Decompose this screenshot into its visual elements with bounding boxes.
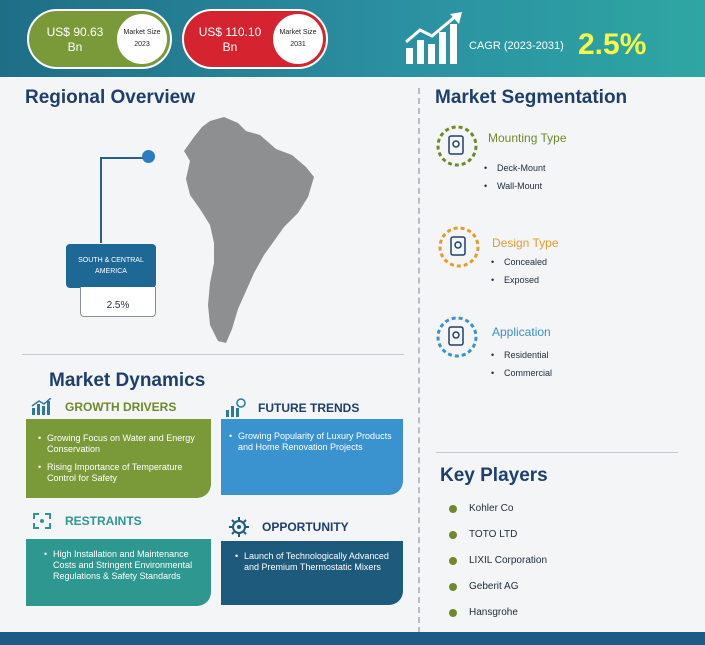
growth-chart-icon: [405, 12, 462, 64]
application-item: Residential: [491, 350, 552, 368]
mounting-type-item: Deck-Mount: [484, 163, 546, 181]
growth-driver-item: Rising Importance of Temperature Control…: [38, 462, 203, 484]
segmentation-divider: [436, 452, 678, 453]
growth-drivers-title: GROWTH DRIVERS: [65, 400, 177, 414]
footer-bar: [0, 632, 705, 645]
key-player-item: Geberit AG: [447, 581, 547, 607]
future-trends-title: FUTURE TRENDS: [258, 401, 360, 415]
cagr-label: CAGR (2023-2031): [469, 40, 564, 52]
application-title: Application: [492, 325, 551, 339]
market-segmentation-title: Market Segmentation: [435, 87, 628, 108]
growth-driver-item: Growing Focus on Water and Energy Conser…: [38, 433, 203, 455]
restraint-link-icon: [33, 513, 51, 529]
key-player-item: LIXIL Corporation: [447, 555, 547, 581]
design-type-icon: [438, 226, 480, 268]
header-banner: US$ 90.63 Bn Market Size 2023 US$ 110.10…: [0, 0, 705, 77]
key-players-list: Kohler Co TOTO LTD LIXIL Corporation Geb…: [447, 503, 547, 633]
restraints-title: RESTRAINTS: [65, 514, 142, 528]
region-connector-vertical: [100, 157, 102, 243]
mounting-type-title: Mounting Type: [488, 131, 567, 145]
market-size-2031-value: US$ 110.10 Bn: [198, 25, 262, 54]
market-size-2023-value: US$ 90.63 Bn: [46, 25, 104, 54]
market-dynamics-title: Market Dynamics: [49, 370, 206, 391]
opportunity-title: OPPORTUNITY: [262, 520, 349, 534]
application-list: Residential Commercial: [491, 350, 552, 386]
application-icon: [436, 316, 478, 358]
region-name-box: SOUTH & CENTRAL AMERICA: [66, 244, 156, 288]
mounting-type-icon: [436, 125, 478, 167]
opportunity-item: Launch of Technologically Advanced and P…: [235, 551, 395, 573]
opportunity-card: Launch of Technologically Advanced and P…: [221, 541, 403, 605]
growth-drivers-card: Growing Focus on Water and Energy Conser…: [26, 419, 211, 498]
future-trends-card: Growing Popularity of Luxury Products an…: [221, 419, 403, 495]
key-player-item: Kohler Co: [447, 503, 547, 529]
restraints-card: High Installation and Maintenance Costs …: [26, 539, 211, 606]
key-players-title: Key Players: [440, 465, 548, 486]
restraint-item: High Installation and Maintenance Costs …: [44, 549, 203, 582]
regional-overview-title: Regional Overview: [25, 87, 196, 108]
growth-drivers-heading: GROWTH DRIVERS: [31, 398, 176, 416]
future-trend-item: Growing Popularity of Luxury Products an…: [229, 431, 395, 453]
market-size-2031-pill: US$ 110.10 Bn Market Size 2031: [182, 9, 328, 69]
regional-divider: [22, 354, 404, 355]
region-connector-line: [100, 157, 148, 159]
design-type-title: Design Type: [492, 236, 559, 250]
market-size-2023-label: Market Size 2023: [117, 14, 167, 64]
design-type-item: Concealed: [491, 257, 547, 275]
opportunity-heading: OPPORTUNITY: [228, 516, 349, 538]
trend-chart-icon: [226, 398, 246, 417]
gear-icon: [229, 517, 249, 537]
key-player-item: TOTO LTD: [447, 529, 547, 555]
region-cagr-value: 2.5%: [80, 287, 156, 317]
cagr-value: 2.5%: [578, 28, 647, 61]
key-player-item: Hansgrohe: [447, 607, 547, 633]
mounting-type-list: Deck-Mount Wall-Mount: [484, 163, 546, 199]
future-trends-heading: FUTURE TRENDS: [224, 398, 359, 418]
growth-bars-icon: [31, 398, 52, 415]
vertical-divider: [418, 88, 420, 633]
south-america-map: [184, 117, 314, 343]
design-type-list: Concealed Exposed: [491, 257, 547, 293]
restraints-heading: RESTRAINTS: [31, 511, 142, 531]
mounting-type-item: Wall-Mount: [484, 181, 546, 199]
market-size-2023-pill: US$ 90.63 Bn Market Size 2023: [27, 9, 172, 69]
application-item: Commercial: [491, 368, 552, 386]
region-marker-dot: [142, 150, 155, 163]
design-type-item: Exposed: [491, 275, 547, 293]
market-size-2031-label: Market Size 2031: [273, 14, 323, 64]
